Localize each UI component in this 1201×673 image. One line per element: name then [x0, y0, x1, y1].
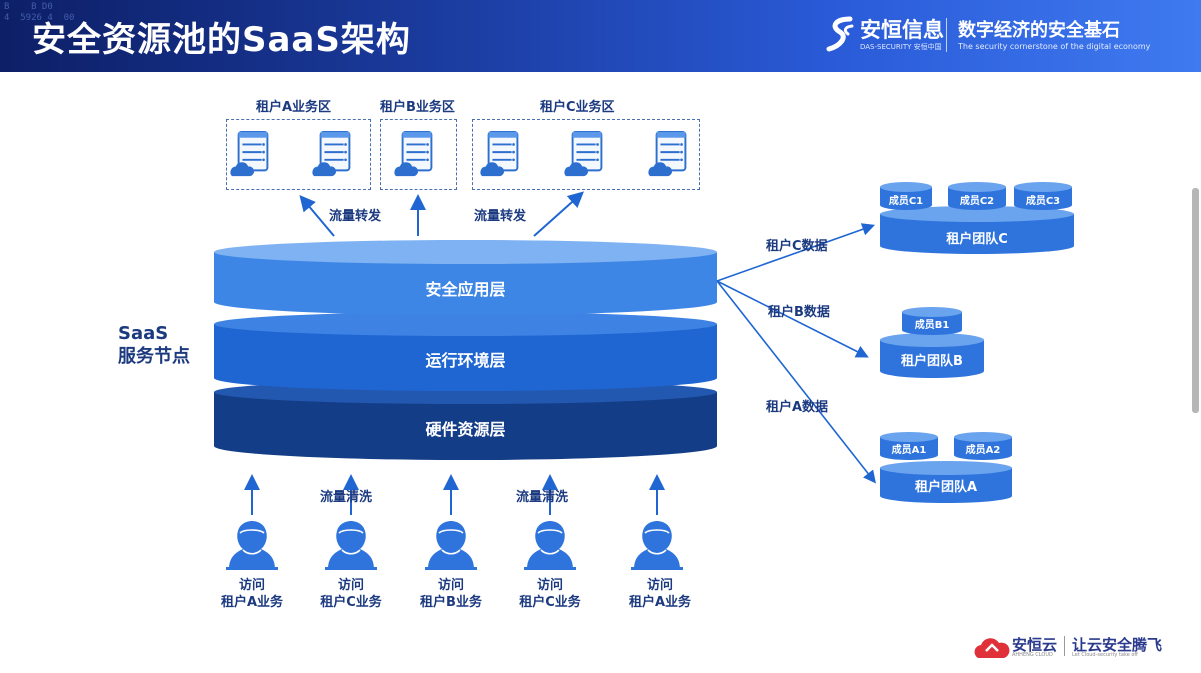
saas-subtitle: 服务节点 [118, 346, 190, 367]
user-label-3: 访问 租户B业务 [406, 577, 496, 611]
footer-logo: 安恒云 AHHENG CLOUD 让云安全腾飞 Let Cloud-securi… [972, 632, 1182, 662]
layer-runtime: 运行环境层 [425, 351, 506, 370]
cloud-logo-icon [974, 638, 1010, 658]
layer-security-app: 安全应用层 [425, 280, 506, 299]
member-c3: 成员C3 [1025, 196, 1061, 207]
user-icon [226, 520, 278, 571]
cleaning-label-2: 流量清洗 [516, 490, 569, 505]
scrollbar[interactable] [1192, 188, 1199, 413]
user-label-line2: 租户C业务 [519, 595, 581, 610]
user-label-4: 访问 租户C业务 [505, 577, 595, 611]
brand-name: 安恒信息 [860, 18, 944, 42]
user-label-line2: 租户A业务 [628, 595, 692, 610]
user-label-line1: 访问 [437, 578, 464, 593]
zone-label-b: 租户B业务区 [380, 100, 455, 115]
zone-tenant-b [380, 119, 457, 190]
user-icon [325, 520, 377, 571]
user-label-line1: 访问 [536, 578, 563, 593]
footer-slogan-sub: Let Cloud-security take off [1072, 652, 1138, 658]
saas-title: SaaS [118, 323, 169, 344]
user-label-line1: 访问 [337, 578, 364, 593]
layer-hardware: 硬件资源层 [425, 420, 506, 439]
brand-slogan: 数字经济的安全基石 [958, 20, 1120, 41]
data-label-c: 租户C数据 [766, 239, 828, 254]
member-b1: 成员B1 [914, 320, 950, 331]
das-logo-icon [826, 16, 854, 52]
brand-subtitle: DAS-SECURITY 安恒中国 [860, 43, 942, 51]
user-label-1: 访问 租户A业务 [207, 577, 297, 611]
zone-label-a: 租户A业务区 [256, 100, 332, 115]
data-label-a: 租户A数据 [766, 400, 829, 415]
user-label-line1: 访问 [238, 578, 265, 593]
data-label-b: 租户B数据 [768, 305, 830, 320]
footer-brand-sub: AHHENG CLOUD [1012, 652, 1053, 658]
saas-node-label: SaaS 服务节点 [118, 322, 190, 368]
brand-logo: 安恒信息 DAS-SECURITY 安恒中国 数字经济的安全基石 The sec… [826, 14, 1186, 58]
member-c2: 成员C2 [959, 196, 995, 207]
user-icon [631, 520, 683, 571]
member-c1: 成员C1 [888, 196, 924, 207]
forward-label-2: 流量转发 [474, 209, 527, 224]
header-code-decoration: B B D0 4 5926 4 00 [4, 2, 75, 23]
cleaning-label-1: 流量清洗 [320, 490, 373, 505]
page-title: 安全资源池的SaaS架构 [32, 20, 411, 60]
brand-slogan-en: The security cornerstone of the digital … [958, 42, 1151, 51]
member-a1: 成员A1 [891, 445, 927, 456]
user-label-5: 访问 租户A业务 [615, 577, 705, 611]
user-label-line2: 租户C业务 [320, 595, 382, 610]
team-a: 租户团队A [914, 480, 978, 495]
slide-header: B B D0 4 5926 4 00 安全资源池的SaaS架构 安恒信息 DAS… [0, 0, 1201, 72]
user-icon [425, 520, 477, 571]
user-label-line1: 访问 [646, 578, 673, 593]
team-b: 租户团队B [901, 354, 963, 369]
team-c: 租户团队C [946, 232, 1008, 247]
user-label-2: 访问 租户C业务 [306, 577, 396, 611]
zone-label-c: 租户C业务区 [540, 100, 615, 115]
user-label-line2: 租户B业务 [420, 595, 482, 610]
footer-divider [1064, 636, 1065, 656]
forward-label-1: 流量转发 [329, 209, 382, 224]
logo-divider [946, 18, 947, 52]
user-label-line2: 租户A业务 [220, 595, 284, 610]
footer-brand: 安恒云 [1012, 636, 1058, 654]
zone-tenant-a [226, 119, 371, 190]
zone-tenant-c [472, 119, 700, 190]
member-a2: 成员A2 [965, 445, 1001, 456]
user-icon [524, 520, 576, 571]
footer-slogan: 让云安全腾飞 [1072, 636, 1163, 654]
